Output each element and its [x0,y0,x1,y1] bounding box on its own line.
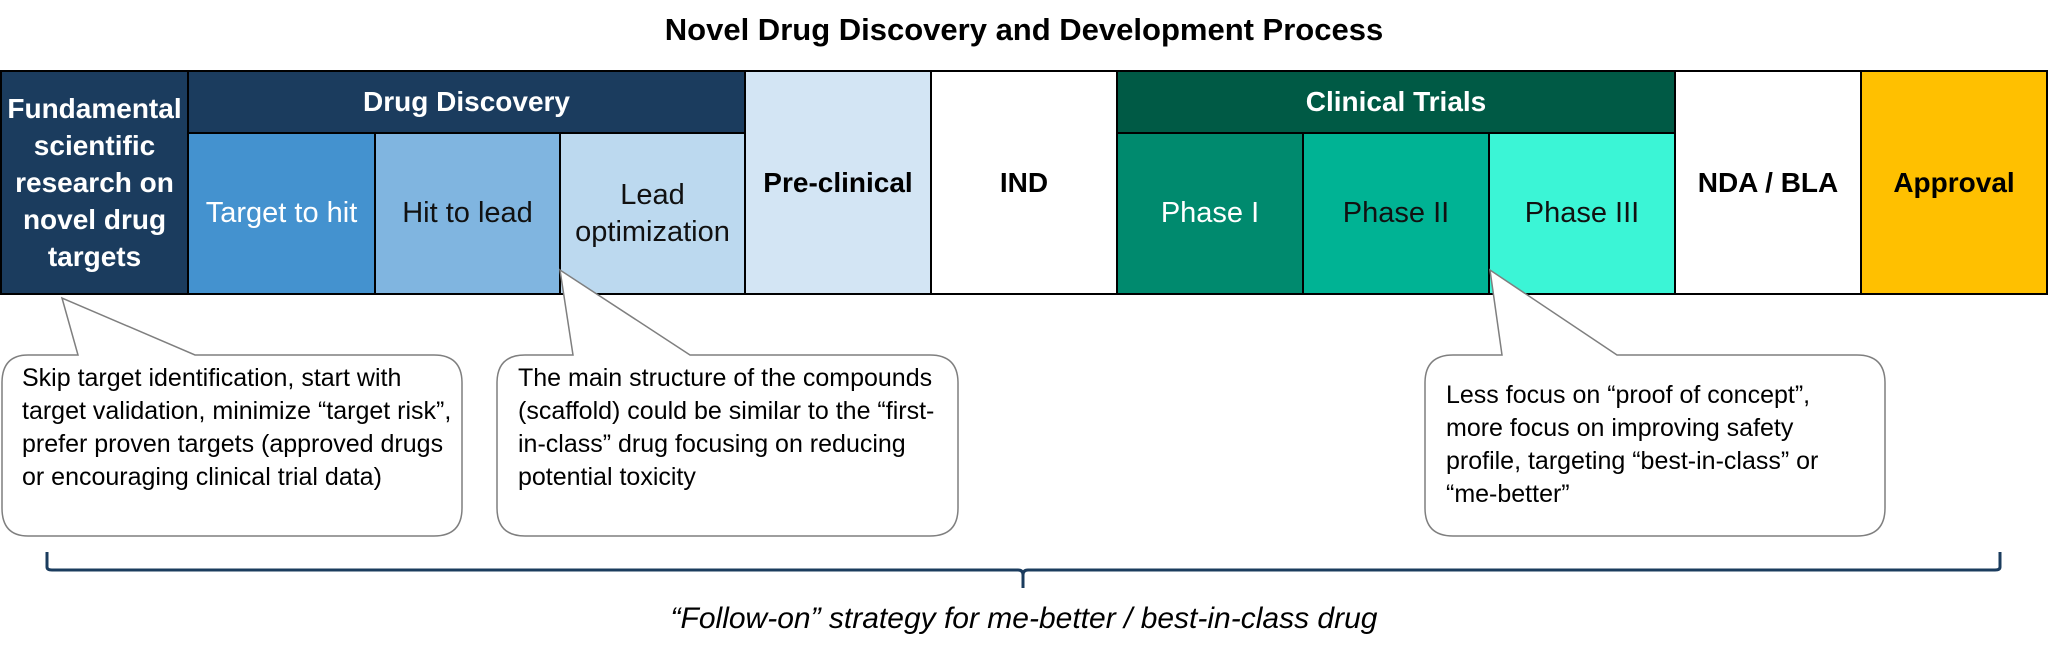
stage-approval: Approval [1860,70,2048,295]
stage-preclinical: Pre-clinical [744,70,932,295]
stage-nda-bla: NDA / BLA [1674,70,1862,295]
group-header-clinical-trials: Clinical Trials [1116,70,1676,134]
diagram-title: Novel Drug Discovery and Development Pro… [664,12,1384,47]
stage-fundamental-research: Fundamental scientific research on novel… [0,70,189,295]
stage-ind: IND [930,70,1118,295]
stage-target-to-hit: Target to hit [187,132,376,295]
stage-phase-1: Phase I [1116,132,1304,295]
callout-text-clinical: Less focus on “proof of concept”, more f… [1446,381,1819,508]
callout-text-target: Skip target identification, start with t… [22,364,452,491]
callout-bubble-scaffold [496,268,959,537]
callout-bubble-target [1,296,463,537]
stage-hit-to-lead: Hit to lead [374,132,561,295]
follow-on-brace [45,552,2002,588]
callout-text-scaffold: The main structure of the compounds (sca… [518,364,935,491]
stage-lead-optimization: Lead optimization [559,132,746,295]
follow-on-strategy-label: “Follow-on” strategy for me-better / bes… [670,602,1378,635]
callout-bubble-clinical [1424,268,1886,537]
